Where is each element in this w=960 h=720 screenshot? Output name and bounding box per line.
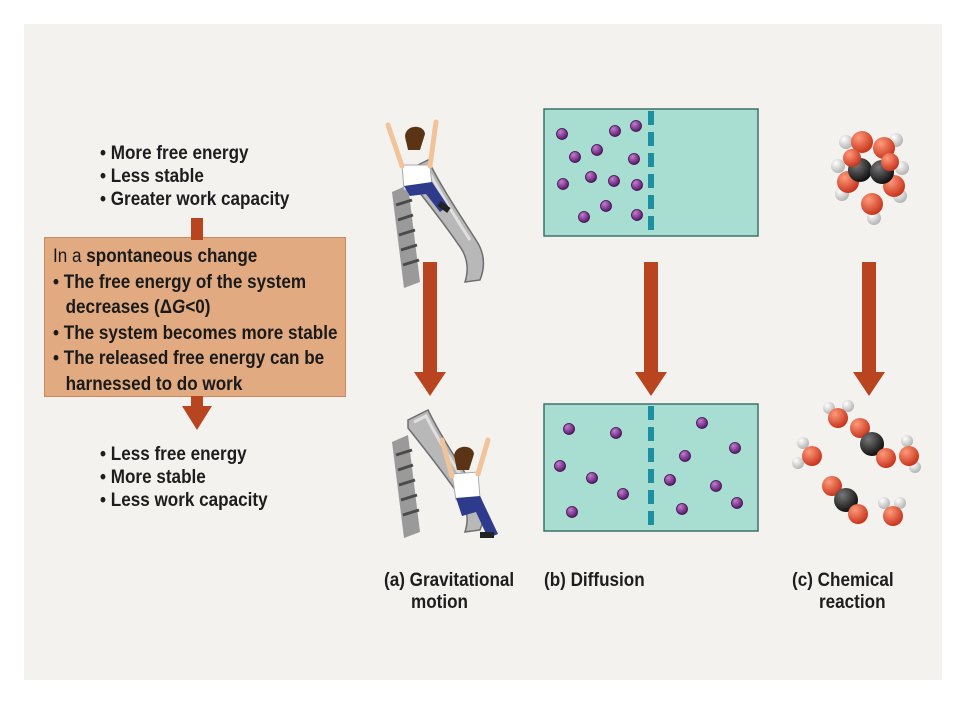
- final-state-list: Less free energy More stable Less work c…: [100, 443, 268, 512]
- list-item: More stable: [100, 466, 268, 489]
- list-item: Less work capacity: [100, 489, 268, 512]
- molecule-cluster-icon: [831, 131, 909, 225]
- girl-on-slide-top-icon: [385, 119, 485, 288]
- box-item-continued: decreases (ΔG<0): [65, 297, 211, 318]
- caption-gravitational-motion: (a) Gravitational motion: [384, 570, 515, 613]
- box-heading: In a spontaneous change: [53, 246, 258, 267]
- arrow-a: [414, 262, 446, 396]
- list-item: Less stable: [100, 165, 289, 188]
- diffusion-after-box: [543, 403, 759, 532]
- box-item: • The free energy of the system: [53, 271, 307, 293]
- girl-on-slide-bottom-icon: [392, 408, 498, 538]
- arrow-c: [853, 262, 885, 396]
- initial-state-list: More free energy Less stable Greater wor…: [100, 142, 290, 211]
- diffusion-before-box: [543, 108, 759, 237]
- reaction-products-icon: [792, 400, 921, 526]
- list-item: Greater work capacity: [100, 188, 290, 211]
- caption-chemical-reaction: (c) Chemical reaction: [792, 570, 894, 613]
- list-item: More free energy: [100, 142, 289, 165]
- box-item: • The system becomes more stable: [53, 322, 338, 344]
- list-item: Less free energy: [100, 443, 268, 466]
- caption-diffusion: (b) Diffusion: [544, 570, 645, 591]
- arrow-b: [635, 262, 667, 396]
- box-item-continued: harnessed to do work: [65, 373, 243, 395]
- left-flow-arrows: [182, 218, 212, 430]
- box-item: • The released free energy can be: [53, 348, 325, 369]
